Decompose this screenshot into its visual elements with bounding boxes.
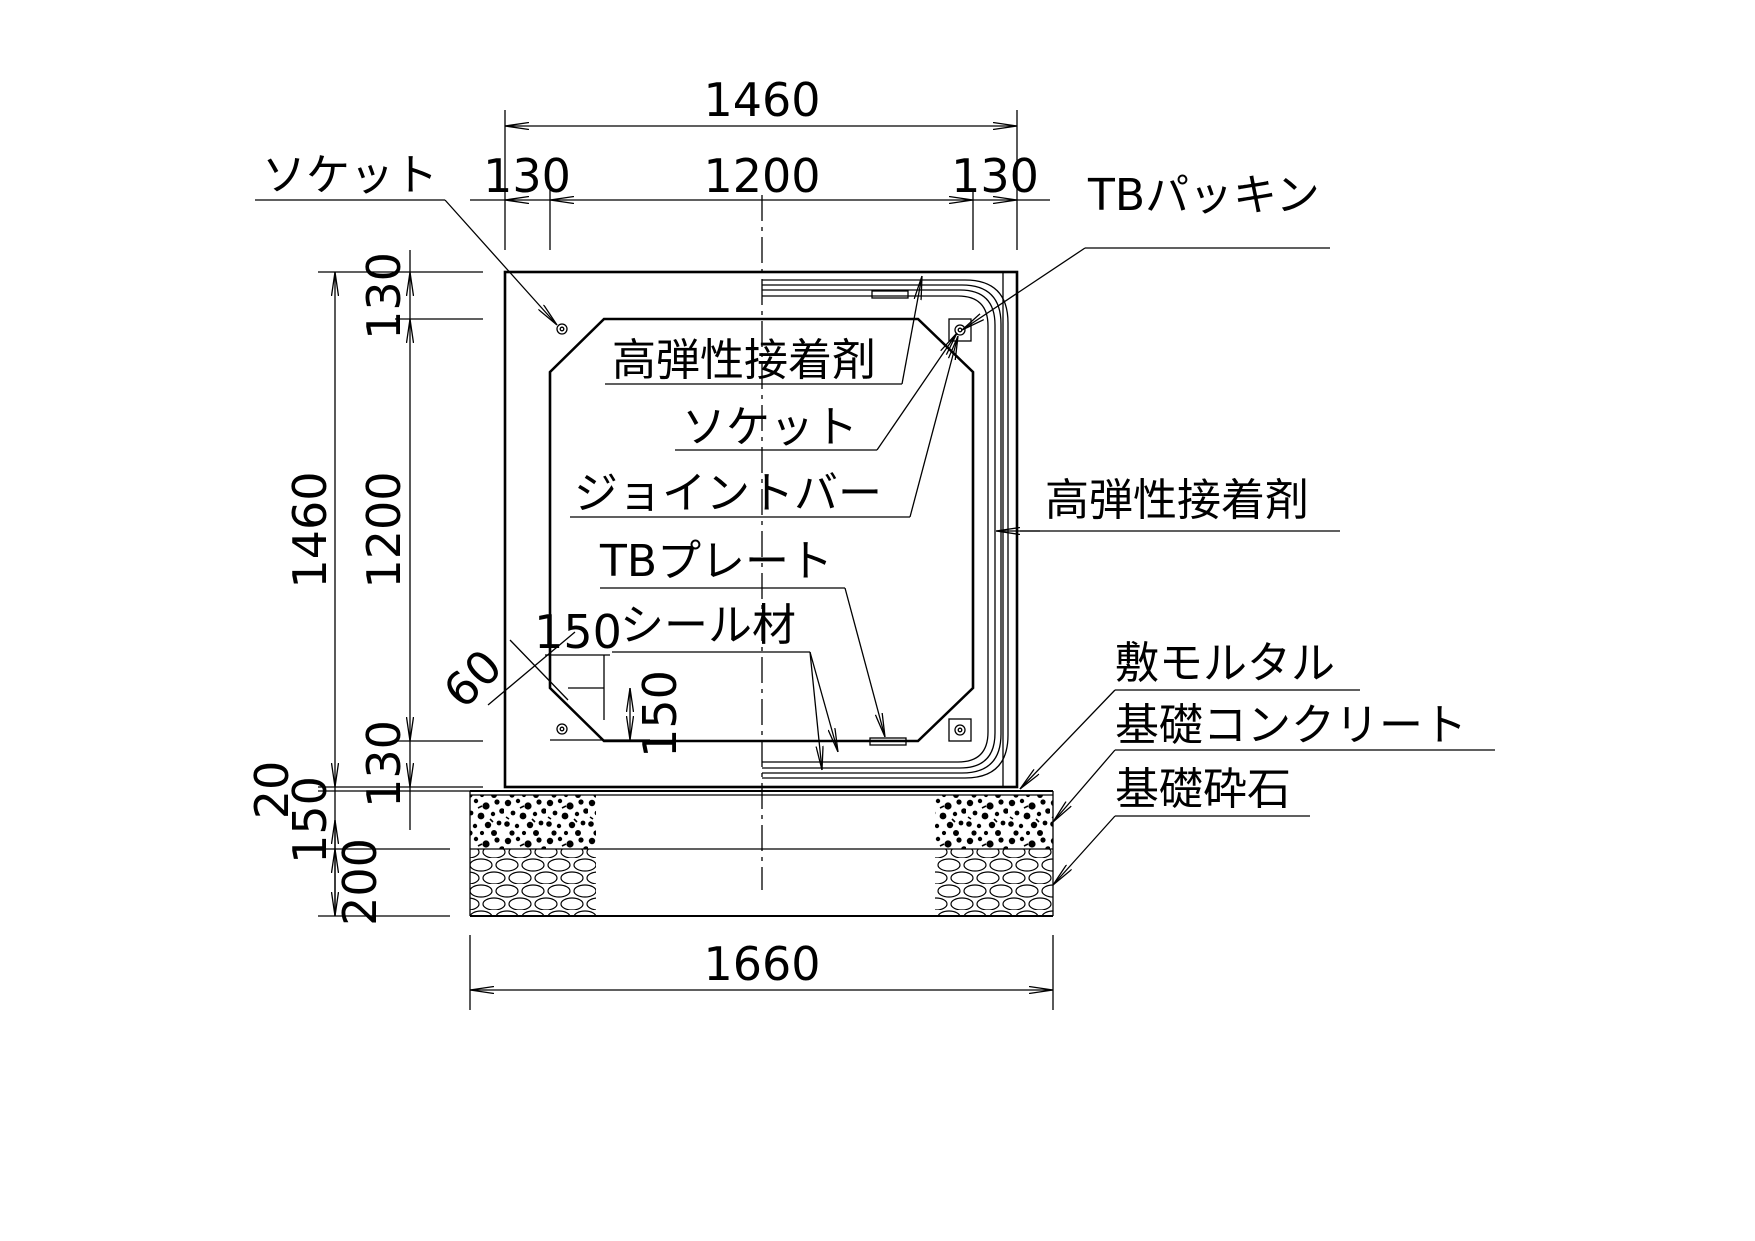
dim-left-overall: 1460	[283, 471, 337, 588]
gravel-right-hatch	[935, 849, 1053, 916]
label-adhesive-inner: 高弾性接着剤	[612, 335, 876, 386]
label-foundation-gravel: 基礎砕石	[1115, 764, 1291, 815]
dim-chamfer-diag: 60	[433, 639, 513, 719]
dim-top-overall: 1460	[703, 73, 820, 127]
dim-base-width: 1660	[703, 937, 820, 991]
dim-chamfer-v: 150	[633, 670, 687, 758]
dim-top-left-wall: 130	[483, 149, 571, 203]
dim-concrete-thk: 150	[283, 776, 337, 864]
concrete-left-hatch	[470, 795, 596, 849]
label-foundation-concrete: 基礎コンクリート	[1115, 700, 1467, 751]
dim-chamfer-h: 150	[534, 605, 622, 659]
gravel-left-hatch	[470, 849, 596, 916]
label-socket-inner: ソケット	[682, 402, 858, 453]
dim-left-inner: 1200	[357, 471, 411, 588]
label-adhesive-outer: 高弾性接着剤	[1045, 475, 1309, 526]
label-tb-plate: TBプレート	[599, 536, 833, 587]
label-bedding-mortar: 敷モルタル	[1115, 638, 1335, 689]
dim-gravel-thk: 200	[333, 838, 387, 926]
dim-mortar-thk: 20	[245, 761, 299, 820]
label-tb-packing: TBパッキン	[1087, 170, 1320, 221]
leader-lines	[255, 199, 1495, 885]
dim-top-right-wall: 130	[951, 149, 1039, 203]
label-socket-top-left: ソケット	[262, 150, 438, 201]
concrete-right-hatch	[935, 795, 1053, 849]
dim-left-bottom-wall: 130	[357, 720, 411, 808]
dim-top-inner: 1200	[703, 149, 820, 203]
dimension-lines	[318, 110, 1054, 1010]
foundation	[469, 790, 1054, 917]
label-sealant: シール材	[620, 600, 796, 651]
dim-left-top-wall: 130	[357, 252, 411, 340]
label-joint-bar: ジョイントバー	[574, 468, 882, 519]
